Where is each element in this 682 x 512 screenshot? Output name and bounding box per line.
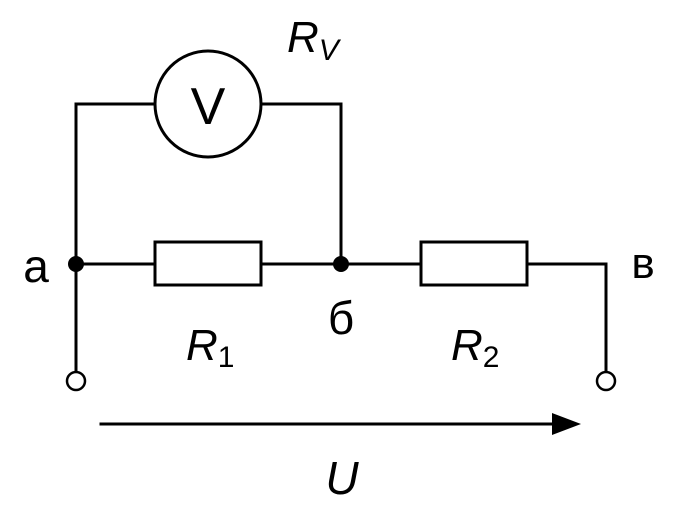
voltmeter-symbol: V [191,78,226,136]
resistor-r2-main: R [451,321,483,370]
resistor-r2-label: R2 [451,321,499,374]
meter-resistance-sub: V [319,34,342,67]
node-label-c: в [631,239,654,288]
meter-resistance-main: R [287,13,319,62]
resistor-r1-sub: 1 [218,341,235,374]
resistor-r2-sub: 2 [483,341,500,374]
voltage-label: U [325,452,359,504]
resistor-r1 [153,240,263,287]
node-label-a: а [23,240,49,292]
terminal-left [65,370,87,392]
voltmeter-branch-wire [74,102,343,266]
resistor-r2 [419,240,529,287]
terminal-right [595,370,617,392]
junction-b [333,256,349,272]
junction-a [68,256,84,272]
resistor-r1-main: R [186,321,218,370]
voltmeter-circle [153,49,263,159]
node-label-b: б [328,292,354,344]
voltage-arrowhead [552,413,581,435]
resistor-r1-label: R1 [186,321,234,374]
meter-resistance-label: RV [287,13,342,67]
